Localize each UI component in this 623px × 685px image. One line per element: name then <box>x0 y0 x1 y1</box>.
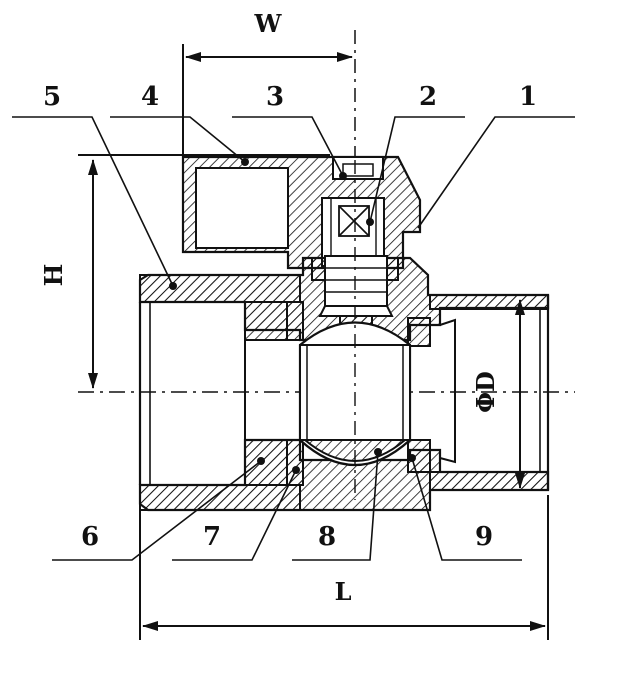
handle <box>181 155 422 270</box>
part-label-9: 9 <box>475 522 493 552</box>
part-label-6: 6 <box>81 522 99 552</box>
part-label-4: 4 <box>141 82 159 112</box>
part-labels: 1 2 3 4 5 6 7 8 9 <box>43 82 537 552</box>
part-label-8: 8 <box>318 522 336 552</box>
part-label-1: 1 <box>519 82 537 112</box>
part-label-2: 2 <box>419 82 437 112</box>
part-label-5: 5 <box>43 82 61 112</box>
leader-lines <box>12 116 575 561</box>
diameter-label: ΦD <box>471 371 500 413</box>
width-label: W <box>254 9 283 38</box>
part-label-7: 7 <box>203 522 221 552</box>
height-dimension: H <box>39 154 330 389</box>
height-label: H <box>39 264 68 287</box>
diameter-dimension: ΦD <box>471 299 525 489</box>
part-label-3: 3 <box>266 82 284 112</box>
length-dimension: L <box>139 495 549 640</box>
width-dimension: W <box>182 9 356 160</box>
length-label: L <box>335 577 352 606</box>
